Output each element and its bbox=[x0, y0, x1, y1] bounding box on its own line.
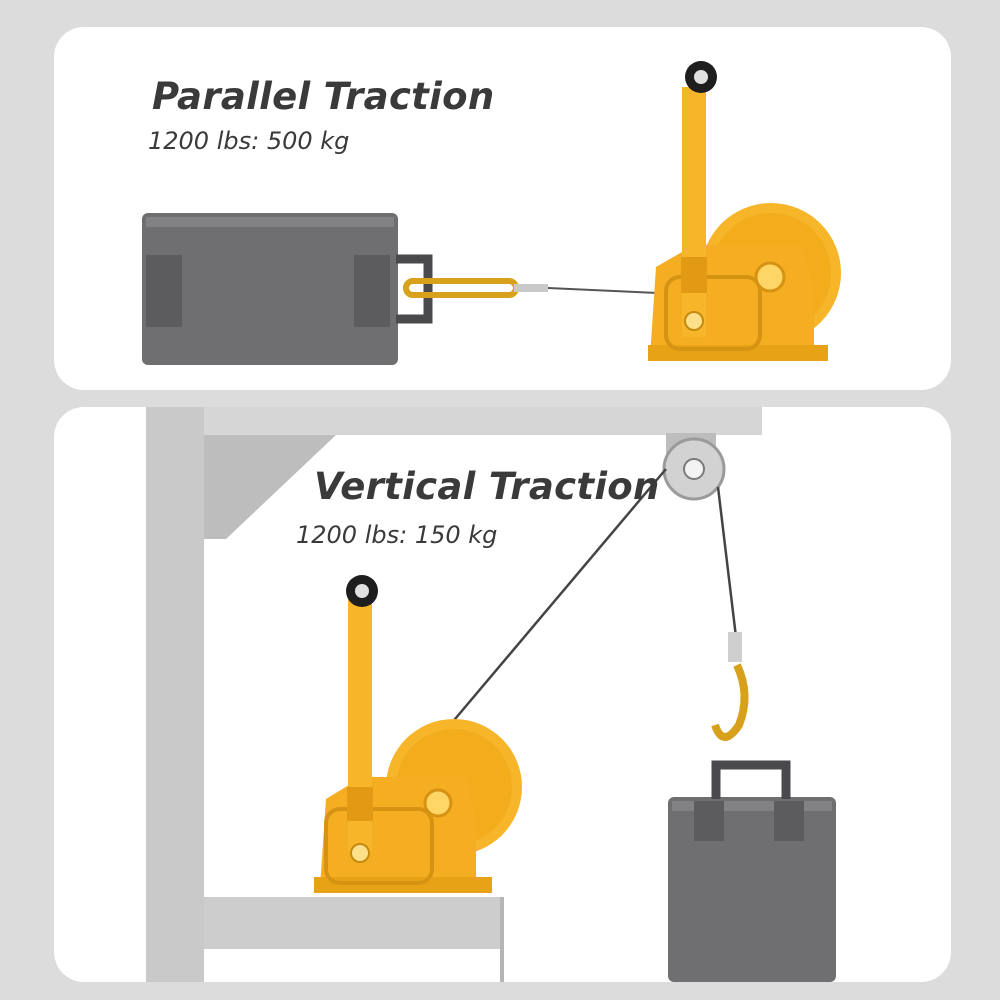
vertical-traction-title: Vertical Traction bbox=[314, 465, 660, 508]
parallel-traction-title: Parallel Traction bbox=[152, 75, 495, 118]
cable-to-winch bbox=[449, 468, 667, 726]
load-box bbox=[142, 213, 433, 365]
parallel-traction-capacity: 1200 lbs: 500 kg bbox=[148, 127, 350, 155]
cable bbox=[547, 287, 659, 294]
parallel-traction-panel: Parallel Traction 1200 lbs: 500 kg bbox=[54, 27, 951, 390]
winch bbox=[314, 575, 522, 893]
vertical-traction-panel: Vertical Traction 1200 lbs: 150 kg bbox=[54, 407, 951, 982]
parallel-traction-illustration bbox=[142, 61, 841, 365]
cable-to-load bbox=[716, 486, 738, 638]
hook bbox=[403, 278, 548, 298]
pulley bbox=[662, 433, 726, 501]
vertical-traction-capacity: 1200 lbs: 150 kg bbox=[296, 521, 498, 549]
steel-frame bbox=[146, 407, 762, 982]
load-box bbox=[668, 760, 836, 982]
winch bbox=[648, 61, 841, 361]
hook bbox=[711, 632, 749, 741]
vertical-traction-illustration bbox=[146, 407, 836, 982]
